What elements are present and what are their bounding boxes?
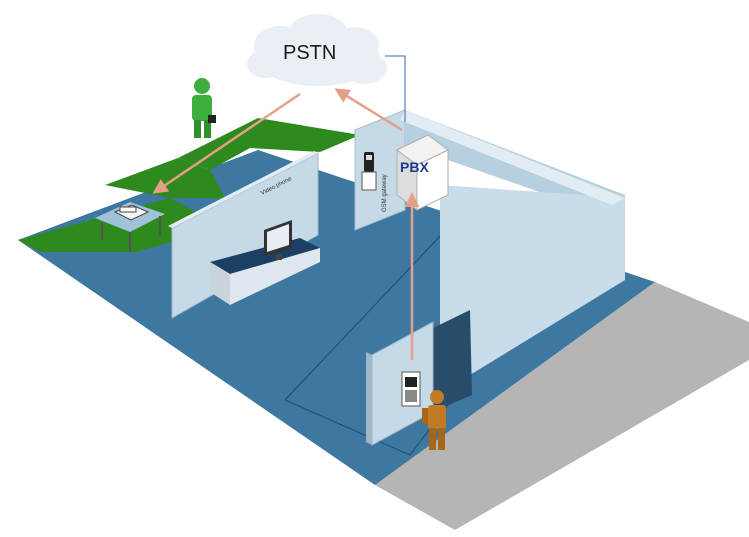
monitor-icon[interactable]: [264, 220, 292, 260]
pbx-box[interactable]: [396, 134, 449, 211]
visitor-person-icon: [422, 390, 446, 450]
pbx-label: PBX: [400, 159, 429, 175]
reception-wall-top: [168, 151, 318, 228]
door-opening: [433, 310, 472, 412]
entry-wall-edge: [366, 352, 372, 445]
road: [375, 282, 749, 530]
remote-person-icon: [192, 78, 216, 138]
reception-desk: [210, 238, 320, 305]
arrow-pstn-to-phone: [152, 92, 301, 194]
mobile-phone-icon[interactable]: [361, 152, 377, 191]
gsm-gateway-label: GSM gateway: [382, 174, 388, 212]
grass-top: [178, 118, 360, 170]
reception-wall: [171, 152, 319, 319]
grass-path: [105, 158, 225, 198]
cloud-icon: [247, 14, 387, 86]
arrow-pbx-to-pstn: [334, 88, 403, 132]
right-wall: [440, 185, 625, 375]
intercom-icon[interactable]: [401, 371, 421, 407]
right-wall-top: [400, 110, 625, 205]
pstn-label: PSTN: [283, 42, 336, 64]
telephone-icon[interactable]: [113, 204, 150, 221]
back-wall: [354, 109, 406, 231]
pstn-wire: [385, 55, 406, 122]
